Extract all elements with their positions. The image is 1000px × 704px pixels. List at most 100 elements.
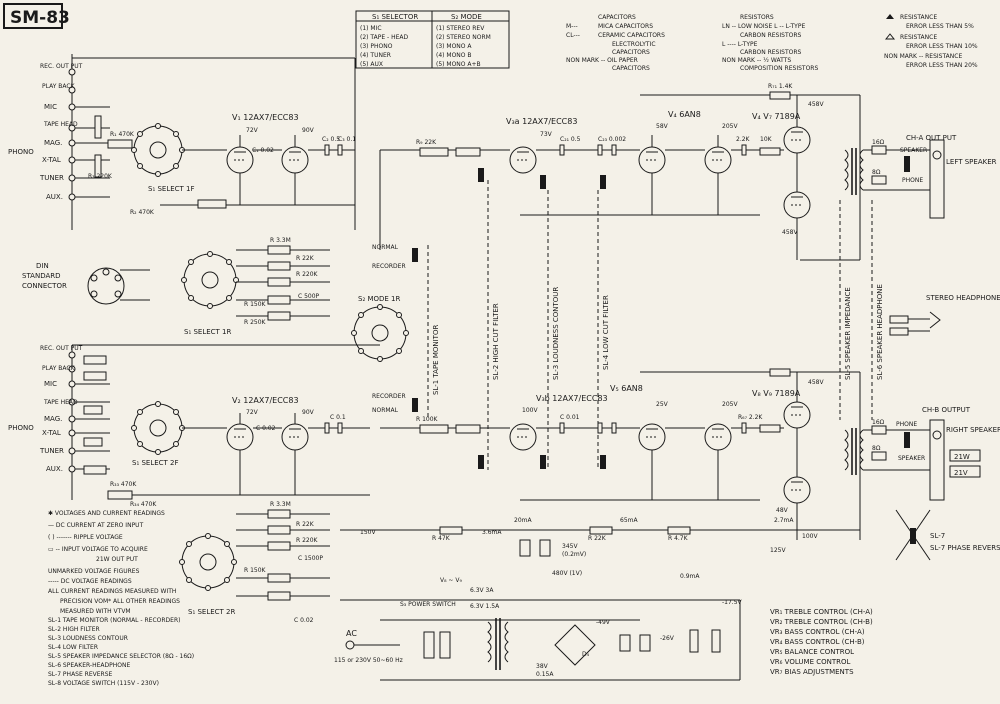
tube-label: V₅ 6AN8 <box>610 384 643 393</box>
mode-head: S₂ MODE <box>451 13 482 21</box>
power-supply: AC 115 or 230V 50~60 Hz S₃ POWER SWITCH … <box>334 517 818 681</box>
switch-label: S₁ SELECT 1R <box>184 328 232 336</box>
mode-s2-1r: S₂ MODE 1R <box>351 295 409 362</box>
component-label: C₂₃ 0.002 <box>598 136 626 143</box>
note-line: ( ) ------- RIPPLE VOLTAGE <box>48 534 123 541</box>
input-jacks-top: REC. OUT PUT PLAY BACK MIC TAPE HEAD MAG… <box>8 54 356 230</box>
phono-label: PHONO <box>8 424 34 432</box>
power-rating: 21W <box>954 453 970 461</box>
note-line: MEASURED WITH VTVM <box>60 608 131 615</box>
ac-label: AC <box>346 629 357 638</box>
component-label: R 3.3M <box>270 501 291 508</box>
headphone-jack: STEREO HEADPHONE JACK <box>889 294 1000 336</box>
component-label: R 100K <box>416 416 439 423</box>
output-label: LEFT SPEAKER <box>946 158 997 166</box>
tube-label: V₄ V₇ 7189A <box>752 112 801 121</box>
input-label: REC. OUT PUT <box>40 345 83 352</box>
component-label: C₃ 0.1 <box>338 136 356 143</box>
jack-mic: MIC <box>44 380 76 388</box>
note-line: SL-8 VOLTAGE SWITCH (115V - 230V) <box>48 680 159 687</box>
voltage-label: 90V <box>302 409 315 416</box>
voltage-label: 345V <box>562 543 578 550</box>
output-label: CH-A OUT PUT <box>906 134 957 142</box>
component-label: C 0.1 <box>330 414 346 421</box>
legend-line: RESISTANCE <box>900 34 937 41</box>
legend-line: RESISTORS <box>740 14 774 21</box>
mica-symbol: M--- <box>566 23 578 30</box>
voltage-label: 458V <box>808 379 824 386</box>
current-label: 100V <box>802 533 818 540</box>
component-label: R₃₃ 470K <box>110 481 137 488</box>
wiring-top: R₇₁ 1.4K R₁ 470K R₂ 470K R₃ 220K C₁ 0.02… <box>88 83 861 261</box>
tape-monitor-switch-top: NORMAL RECORDER <box>372 244 418 270</box>
component-label: R₃₄ 470K <box>130 501 157 508</box>
ac-spec: 115 or 230V 50~60 Hz <box>334 657 403 664</box>
mode-row: (1) STEREO REV <box>436 25 485 32</box>
control-line: VR₄ BASS CONTROL (CH-B) <box>770 638 865 646</box>
triangle-filled-icon <box>886 14 894 19</box>
sl-label: SL-4 LOW CUT FILTER <box>602 295 610 370</box>
phase-label: SL-7 <box>930 532 945 540</box>
voltage-label: 0.9mA <box>680 573 700 580</box>
voltage-label: -17.5V <box>722 599 743 606</box>
voltage-label: 0.15A <box>536 671 554 678</box>
note-line: SL-4 LOW FILTER <box>48 644 98 651</box>
note-line: ----- DC VOLTAGE READINGS <box>48 578 132 585</box>
selector-s1-2f: S₁ SELECT 2F <box>131 401 185 467</box>
component-label: 10K <box>760 136 773 143</box>
control-line: VR₃ BASS CONTROL (CH-A) <box>770 628 865 636</box>
jack-xtal: X-TAL <box>42 156 76 164</box>
component-label: R 250K <box>244 319 267 326</box>
selector-s1-2r: S₁ SELECT 2R <box>179 533 237 616</box>
din-connector: DIN STANDARD CONNECTOR <box>22 262 150 305</box>
voltage-label: 72V <box>246 409 259 416</box>
jack-tuner: TUNER <box>39 447 76 455</box>
jack-mag: MAG. <box>44 139 76 147</box>
sl-label: SL-1 TAPE MONITOR <box>432 325 440 395</box>
input-label: TAPE HEAD <box>43 399 78 406</box>
switch-label: S₂ MODE 1R <box>358 295 401 303</box>
control-line: VR₅ BALANCE CONTROL <box>770 648 854 656</box>
voltage-label: 25V <box>656 401 669 408</box>
component-label: R 22K <box>588 535 607 542</box>
selector-table: S₁ SELECTOR S₂ MODE (1) MIC (2) TAPE - H… <box>355 10 510 69</box>
switch-label: S₁ SELECT 1F <box>148 185 195 193</box>
component-label: R₂ 470K <box>130 209 155 216</box>
sl-links: SL-1 TAPE MONITOR SL-2 HIGH CUT FILTER S… <box>427 168 884 470</box>
input-label: X-TAL <box>42 156 61 164</box>
impedance-label: 16Ω <box>872 419 885 426</box>
wiring-bottom: R₃₃ 470K R₃₄ 470K C 0.02 C 0.1 R 100K R … <box>107 368 861 542</box>
din-label: CONNECTOR <box>22 282 67 290</box>
voltage-label: 150V <box>360 529 376 536</box>
resistor-legend: RESISTORS LN -- LOW NOISE L -- L-TYPE CA… <box>722 14 818 72</box>
note-line: ▭ -- INPUT VOLTAGE TO ACQUIRE <box>48 546 148 553</box>
input-label: TAPE HEAD <box>43 121 78 128</box>
tube-label: V₃b 12AX7/ECC83 <box>536 394 608 403</box>
current-label: 2.7mA <box>774 517 794 524</box>
component-label: R 22K <box>296 521 315 528</box>
component-label: C₂₁ 0.5 <box>560 136 581 143</box>
control-line: VR₆ VOLUME CONTROL <box>770 658 851 666</box>
output-transformer-top: 16Ω 8Ω SPEAKER PHONE CH-A OUT PUT LEFT S… <box>844 134 997 219</box>
jack-mag: MAG. <box>44 415 76 423</box>
tube-v4v7: V₄ V₇ 7189A 458V 458V <box>752 101 824 236</box>
input-label: X-TAL <box>42 429 61 437</box>
component-label: R 22K <box>296 255 315 262</box>
headphone-label: STEREO HEADPHONE JACK <box>926 294 1000 302</box>
tube-label: V₄ 6AN8 <box>668 110 701 119</box>
output-label: CH-B OUTPUT <box>922 406 971 414</box>
voltage-label: 90V <box>302 127 315 134</box>
input-label: MAG. <box>44 415 62 423</box>
mode-row: (4) MONO B <box>436 52 472 59</box>
notes-block: ✱ VOLTAGES AND CURRENT READINGS — DC CUR… <box>48 510 194 687</box>
voltage-label: -49V <box>596 619 611 626</box>
jack-aux: AUX. <box>46 193 76 201</box>
component-label: R 4.7K <box>668 535 689 542</box>
heater-label: 6.3V 3A <box>470 587 494 594</box>
control-line: VR₁ TREBLE CONTROL (CH-A) <box>770 608 873 616</box>
voltage-label: 48V <box>776 507 789 514</box>
selector-row: (2) TAPE - HEAD <box>360 34 409 41</box>
sl-label: SL-2 HIGH CUT FILTER <box>492 303 500 380</box>
output-label: RIGHT SPEAKER <box>946 426 1000 434</box>
component-label: R₇₁ 1.4K <box>768 83 793 90</box>
